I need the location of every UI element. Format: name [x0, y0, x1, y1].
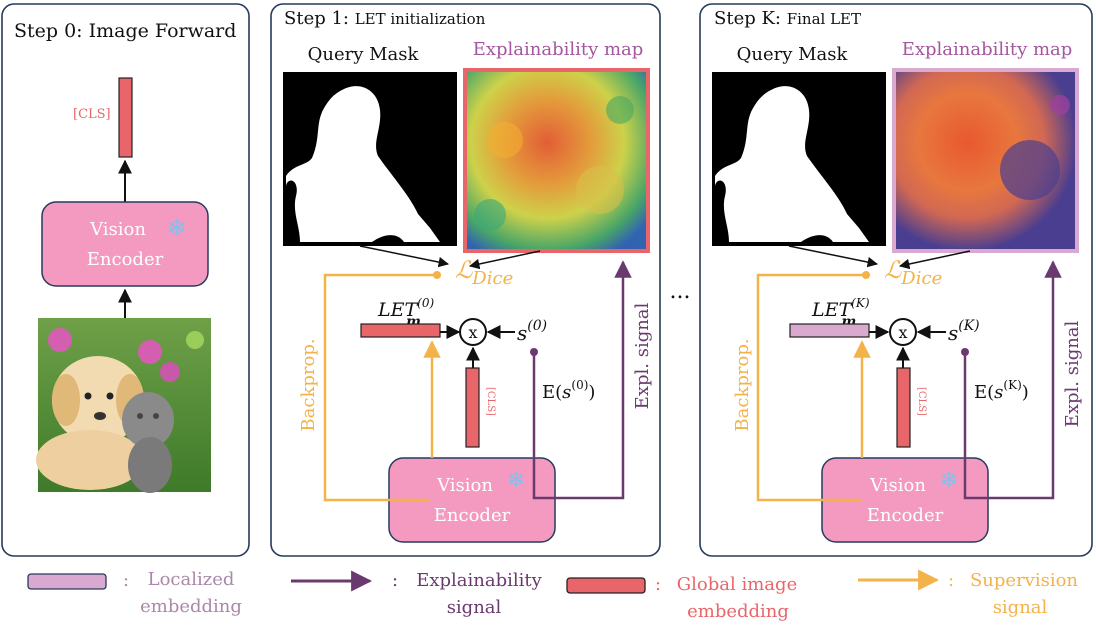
panelk-cls-token	[896, 367, 911, 448]
panel1-s-dot	[530, 348, 538, 356]
panelk-backprop-label: Backprop.	[732, 338, 753, 431]
panel1-encoder-line1: Vision	[436, 475, 493, 496]
panel1-let-embedding	[360, 323, 441, 338]
panelk-let-embedding	[789, 323, 870, 338]
panel1-arrow-mask-to-loss	[359, 245, 450, 268]
legend-global-line1: Global image	[677, 574, 797, 595]
legend-localized-colon: :	[123, 570, 129, 591]
panel0-encoder-line2: Encoder	[87, 249, 164, 270]
panelk-expl-signal-label: Expl. signal	[1062, 320, 1083, 427]
snowflake-icon: ❄	[940, 468, 958, 493]
panel1-multiply-symbol: x	[468, 323, 477, 342]
panel-step-0: Step 0: Image Forward [CLS] Vision Encod…	[1, 3, 250, 557]
panel1-dice-loss: ℒDice	[455, 256, 513, 289]
legend-supervision-line2: signal	[993, 597, 1048, 618]
panel1-s-label: s(0)	[517, 318, 547, 345]
legend-global-swatch	[566, 577, 646, 594]
panelk-title: Step K: Final LET	[714, 8, 861, 29]
panelk-s-dot	[961, 348, 969, 356]
panel0-encoder-line1: Vision	[89, 219, 146, 240]
legend-localized-embedding: : Localized embedding	[27, 569, 242, 617]
legend-global-line2: embedding	[687, 601, 789, 622]
panel0-vision-encoder	[41, 201, 209, 287]
panelk-query-mask-label: Query Mask	[737, 44, 849, 65]
panel1-query-mask	[283, 72, 457, 246]
panel-step-1: Step 1: LET initialization Query Mask Ex…	[270, 3, 661, 557]
panel1-title: Step 1: LET initialization	[284, 8, 486, 29]
legend-explainability-colon: :	[392, 570, 398, 591]
panelk-multiply-node	[889, 318, 917, 346]
panel1-s-signal-path	[532, 352, 555, 500]
panelk-let-label: LET(K)m	[811, 296, 870, 330]
panel1-multiply-node	[459, 318, 487, 346]
panelk-e-of-s: E(s(K))	[974, 378, 1029, 403]
legend: : Localized embedding : Explainability s…	[27, 569, 1078, 622]
panelk-query-mask	[712, 72, 886, 246]
panel1-backprop-path	[323, 273, 437, 502]
puppy-kitten-image	[36, 318, 211, 493]
panelk-dice-loss: ℒDice	[884, 256, 942, 289]
panelk-explainability-map	[892, 68, 1079, 253]
panel1-query-mask-label: Query Mask	[308, 44, 420, 65]
panel0-cls-label: [CLS]	[73, 107, 111, 122]
legend-explainability-line2: signal	[447, 597, 502, 618]
panel1-expl-map-label: Explainability map	[473, 39, 644, 60]
legend-localized-line2: embedding	[140, 596, 242, 617]
panel1-e-of-s: E(s(0))	[542, 378, 595, 403]
legend-localized-line1: Localized	[148, 569, 235, 590]
panel1-cls-token	[465, 367, 480, 448]
panelk-s-signal-path	[963, 352, 988, 500]
panelk-encoder-line2: Encoder	[867, 505, 944, 526]
panel1-backprop-label: Backprop.	[298, 338, 319, 431]
legend-explainability-line1: Explainability	[416, 570, 542, 591]
panelk-multiply-symbol: x	[898, 323, 907, 342]
snowflake-icon: ❄	[507, 468, 525, 493]
panelk-backprop-path	[756, 273, 866, 502]
legend-supervision-colon: :	[948, 570, 954, 591]
panelk-s-label: s(K)	[948, 318, 980, 345]
panel0-cls-token	[118, 77, 133, 158]
panel-step-k: Step K: Final LET Query Mask Explainabil…	[699, 3, 1093, 557]
panel1-expl-signal-path	[555, 260, 632, 500]
panel1-arrow-map-to-loss	[468, 250, 541, 270]
legend-supervision-signal: : Supervision signal	[858, 569, 1078, 618]
panelk-arrow-mask-to-loss	[788, 245, 879, 268]
legend-global-embedding: : Global image embedding	[566, 574, 797, 622]
legend-supervision-line1: Supervision	[970, 570, 1078, 591]
panelk-expl-signal-path	[988, 260, 1062, 500]
legend-global-colon: :	[655, 574, 661, 595]
panelk-expl-map-label: Explainability map	[902, 39, 1073, 60]
panel1-expl-signal-label: Expl. signal	[632, 302, 653, 409]
panel1-cls-label: [CLS]	[485, 387, 496, 416]
panelk-encoder-line1: Vision	[869, 475, 926, 496]
panelk-arrow-map-to-loss	[898, 250, 971, 270]
panelk-cls-label: [CLS]	[916, 387, 927, 416]
panel0-title: Step 0: Image Forward	[14, 20, 236, 42]
snowflake-icon: ❄	[167, 214, 187, 242]
legend-explainability-signal: : Explainability signal	[291, 570, 543, 618]
panel1-encoder-line2: Encoder	[434, 505, 511, 526]
steps-ellipsis: ...	[670, 279, 691, 304]
panel1-explainability-map	[463, 68, 650, 253]
legend-localized-swatch	[27, 573, 107, 590]
